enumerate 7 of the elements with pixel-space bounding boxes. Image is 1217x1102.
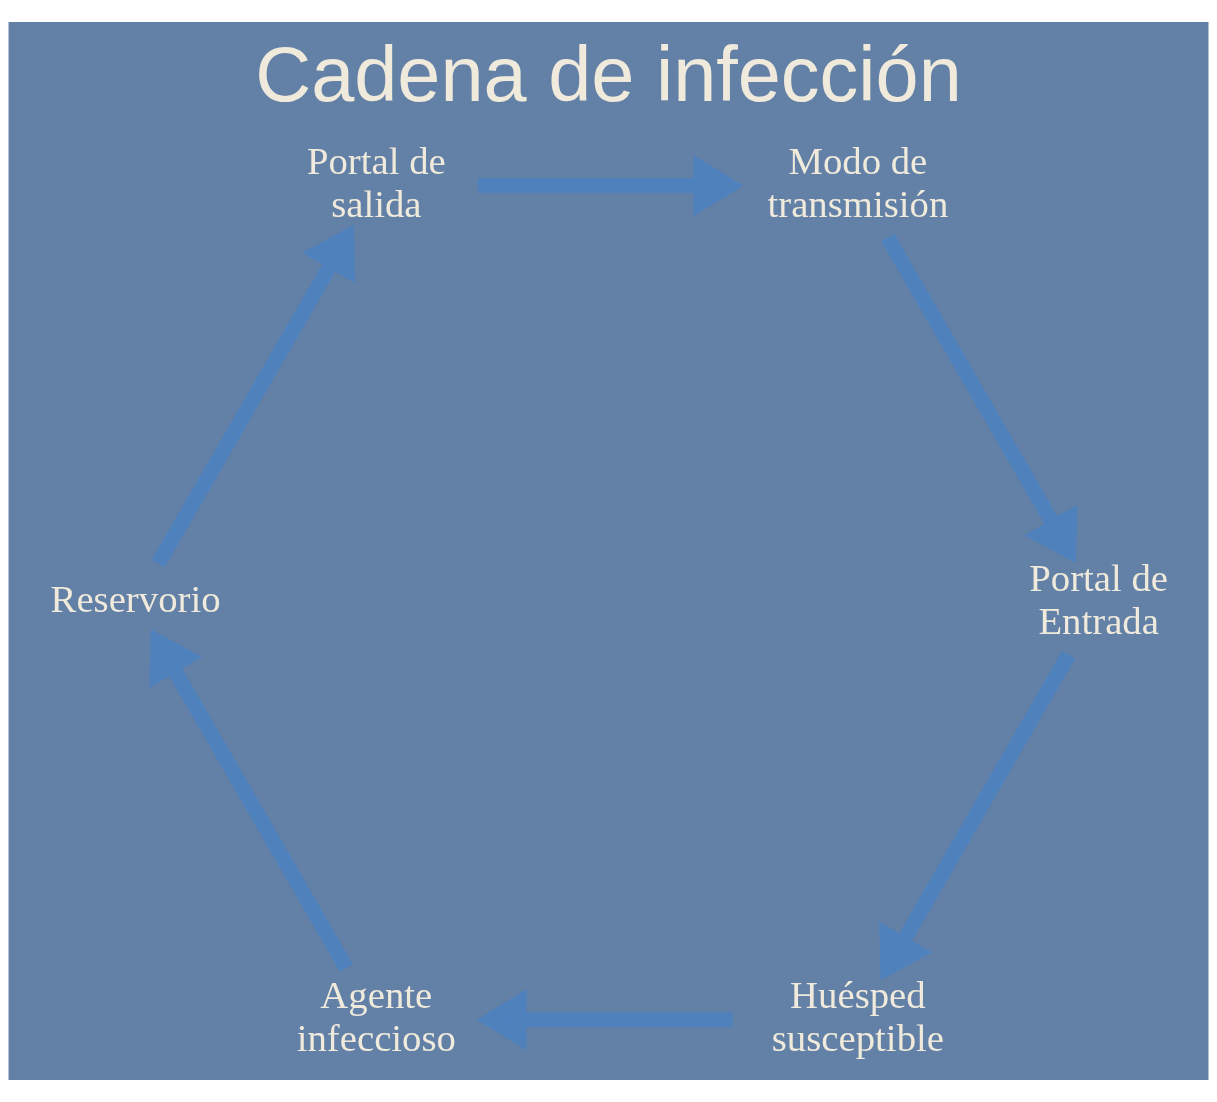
node-text: Portal de salida <box>306 138 446 225</box>
diagram-title: Cadena de infección <box>255 31 962 118</box>
node-text: Reservorio <box>50 577 221 621</box>
node-text: Huésped susceptible <box>771 972 944 1059</box>
node-text: Portal de Entrada <box>1029 555 1169 642</box>
node-text: Agente infeccioso <box>296 972 456 1059</box>
node-text: Modo de transmisión <box>767 138 949 225</box>
